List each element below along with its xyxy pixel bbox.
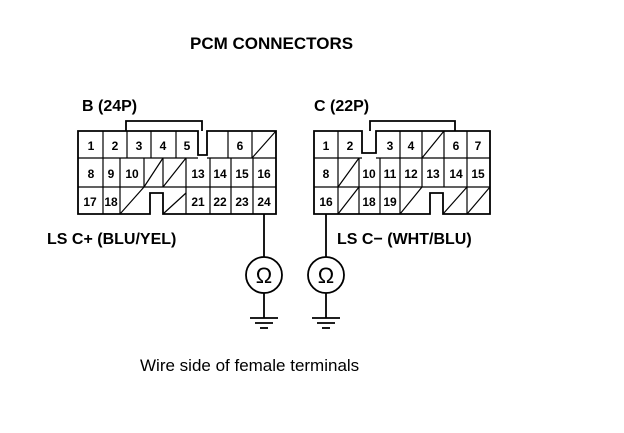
pin-b-16: 16 bbox=[257, 167, 271, 181]
pin-c-6: 6 bbox=[453, 139, 460, 153]
connector-b-label: B (24P) bbox=[82, 98, 137, 115]
pin-c-13: 13 bbox=[426, 167, 440, 181]
ground-right-icon bbox=[312, 317, 340, 329]
pin-c-12: 12 bbox=[404, 167, 418, 181]
pin-b-23: 23 bbox=[235, 195, 249, 209]
pin-b-18: 18 bbox=[104, 195, 118, 209]
pin-c-18: 18 bbox=[362, 195, 376, 209]
pin-b-3: 3 bbox=[136, 139, 143, 153]
pin-b-15: 15 bbox=[235, 167, 249, 181]
probe-right-label: LS C− (WHT/BLU) bbox=[337, 231, 472, 248]
pin-b-21: 21 bbox=[191, 195, 205, 209]
pin-c-19: 19 bbox=[383, 195, 397, 209]
pin-b-14: 14 bbox=[213, 167, 227, 181]
pin-b-4: 4 bbox=[160, 139, 167, 153]
pin-b-8: 8 bbox=[88, 167, 95, 181]
pin-c-10: 10 bbox=[362, 167, 376, 181]
ground-left-icon bbox=[250, 317, 278, 329]
pin-c-3: 3 bbox=[387, 139, 394, 153]
pin-c-1: 1 bbox=[323, 139, 330, 153]
pin-c-8: 8 bbox=[323, 167, 330, 181]
pin-c-15: 15 bbox=[471, 167, 485, 181]
pin-b-5: 5 bbox=[184, 139, 191, 153]
pin-b-24: 24 bbox=[257, 195, 271, 209]
pin-c-7: 7 bbox=[475, 139, 482, 153]
pin-b-9: 9 bbox=[108, 167, 115, 181]
pin-c-11: 11 bbox=[384, 167, 397, 181]
connector-c: 1 2 3 4 6 7 8 10 11 12 13 14 15 16 18 19 bbox=[313, 120, 491, 215]
connector-c-label: C (22P) bbox=[314, 98, 369, 115]
diagram-title: PCM CONNECTORS bbox=[190, 34, 353, 53]
ohmmeter-right: Ω bbox=[307, 214, 345, 329]
pin-b-17: 17 bbox=[83, 195, 97, 209]
pin-c-16: 16 bbox=[319, 195, 333, 209]
caption: Wire side of female terminals bbox=[140, 356, 359, 375]
ohmmeter-left: Ω bbox=[245, 214, 283, 329]
pin-b-10: 10 bbox=[125, 167, 139, 181]
pin-b-2: 2 bbox=[112, 139, 119, 153]
ohm-symbol-left-icon: Ω bbox=[256, 263, 272, 288]
pin-b-22: 22 bbox=[213, 195, 227, 209]
pin-b-13: 13 bbox=[191, 167, 205, 181]
probe-left-label: LS C+ (BLU/YEL) bbox=[47, 231, 176, 248]
ohm-symbol-right-icon: Ω bbox=[318, 263, 334, 288]
pin-c-4: 4 bbox=[408, 139, 415, 153]
pin-b-1: 1 bbox=[88, 139, 95, 153]
pin-b-6: 6 bbox=[237, 139, 244, 153]
pin-c-14: 14 bbox=[449, 167, 463, 181]
connector-b: 1 2 3 4 5 6 8 9 10 13 14 15 16 17 18 21 … bbox=[77, 120, 277, 215]
pin-c-2: 2 bbox=[347, 139, 354, 153]
